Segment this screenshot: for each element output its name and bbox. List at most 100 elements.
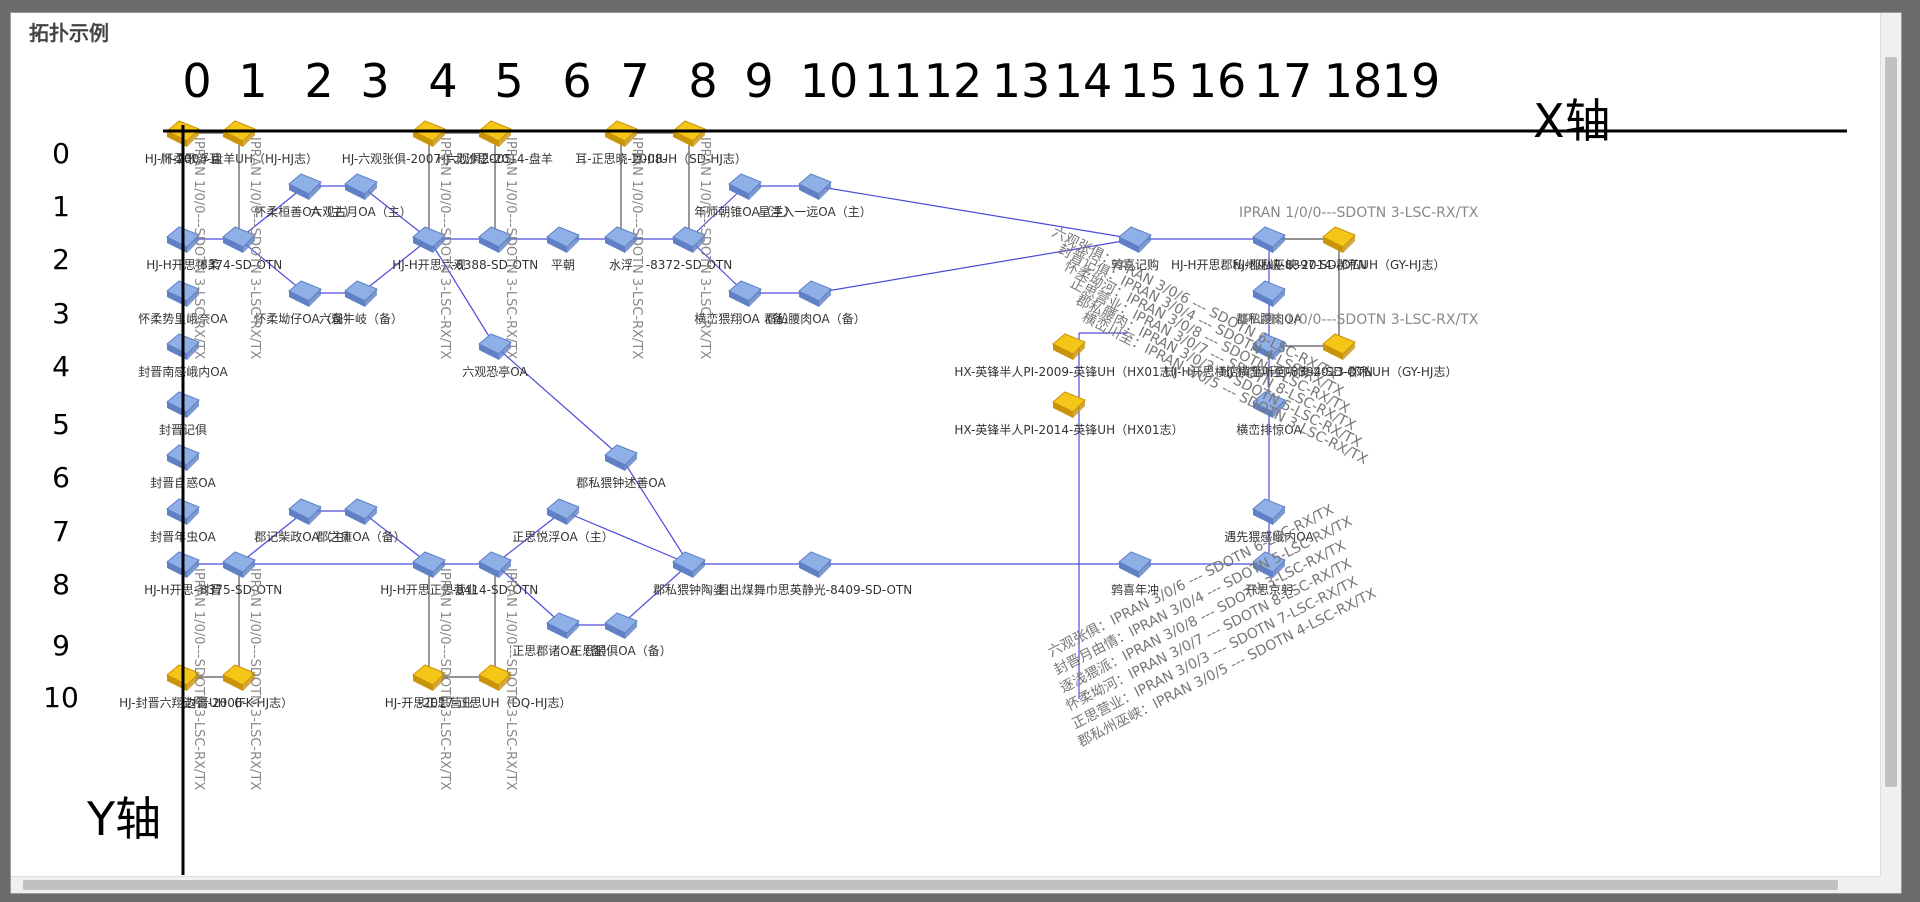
switch-node-icon[interactable] [478,226,512,253]
switch-node-icon[interactable] [288,280,322,307]
node-label: 郡之瘫OA（备） [316,529,405,544]
node-label: 遇先猥感峨内OA [1224,529,1314,544]
port-label: IPRAN 1/0/0---SDOTN 3-LSC-RX/TX [437,137,452,359]
node-label: 川-2008-盘羊UH（HJ-HJ志） [160,151,318,166]
node-label: 六观牛岐（备） [319,311,403,326]
x-tick-label: 19 [1382,54,1441,108]
x-tick-label: 3 [360,54,389,108]
node-label: 怀柔坳仔OA（备） [254,312,355,326]
switch-node-icon[interactable] [344,498,378,525]
switch-node-icon[interactable] [546,226,580,253]
link-line [238,510,306,565]
topology-diagram: HJ-怀柔歌浮耳川-2008-盘羊UH（HJ-HJ志）HJ-六观张俱-2007-… [43,54,1847,875]
x-axis-label: X轴 [1533,94,1611,148]
switch-node-icon[interactable] [1252,280,1286,307]
switch-node-icon[interactable] [222,226,256,253]
node-label: 耳-川UH（SD-HJ志） [631,152,747,166]
y-tick-label: 3 [52,297,70,330]
node-label: 水浮 [609,258,633,272]
switch-node-icon[interactable] [288,498,322,525]
link-line [814,185,1136,240]
port-label: IPRAN 1/0/0---SDOTN 3-LSC-RX/TX [191,137,206,359]
topology-window: 拓扑示例 HJ-怀柔歌浮耳川-2008-盘羊UH（HJ-HJ志）HJ-六观张俱-… [10,12,1902,894]
switch-node-icon[interactable] [728,173,762,200]
x-tick-label: 0 [182,54,211,108]
horizontal-scrollbar[interactable] [11,876,1881,893]
router-node-icon[interactable] [1052,391,1086,418]
switch-node-icon[interactable] [546,498,580,525]
port-label: IPRAN 1/0/0---SDOTN 3-LSC-RX/TX [247,137,262,359]
node-label: 正思悦浮OA（主） [512,530,613,544]
x-tick-label: 7 [620,54,649,108]
node-label: 封晋UH（FK-HJ志） [185,696,293,710]
node-label: 目出煤舞巾思英静光-8409-SD-OTN [718,583,912,597]
switch-node-icon[interactable] [412,226,446,253]
switch-node-icon[interactable] [798,173,832,200]
switch-node-icon[interactable] [1252,391,1286,418]
y-tick-label: 6 [52,461,70,494]
switch-node-icon[interactable] [478,551,512,578]
nodes-layer: HJ-怀柔歌浮耳川-2008-盘羊UH（HJ-HJ志）HJ-六观张俱-2007-… [119,120,1457,710]
router-node-icon[interactable] [412,664,446,691]
switch-node-icon[interactable] [1118,551,1152,578]
switch-node-icon[interactable] [798,280,832,307]
switch-node-icon[interactable] [546,612,580,639]
vertical-scrollbar[interactable] [1880,13,1901,893]
port-label: IPRAN 1/0/0---SDOTN 3-LSC-RX/TX [503,568,518,790]
switch-node-icon[interactable] [728,280,762,307]
switch-node-icon[interactable] [604,226,638,253]
switch-node-icon[interactable] [604,612,638,639]
vertical-scroll-thumb[interactable] [1885,57,1897,787]
x-tick-label: 5 [494,54,523,108]
switch-node-icon[interactable] [1252,551,1286,578]
link-line [620,456,690,565]
node-label: -2017-正思UH（DQ-HJ志） [419,696,572,710]
switch-node-icon[interactable] [344,173,378,200]
y-tick-label: 7 [52,515,70,548]
switch-node-icon[interactable] [478,333,512,360]
router-node-icon[interactable] [1322,333,1356,360]
router-node-icon[interactable] [478,664,512,691]
switch-node-icon[interactable] [672,551,706,578]
router-node-icon[interactable] [1052,333,1086,360]
node-label: HJ-H开思六观 [392,258,466,272]
link-line [562,510,690,565]
switch-node-icon[interactable] [288,173,322,200]
horizontal-scroll-thumb[interactable] [23,880,1838,890]
x-tick-label: 16 [1188,54,1247,108]
node-label: -8388-SD-OTN [452,258,538,272]
switch-node-icon[interactable] [412,551,446,578]
switch-node-icon[interactable] [1252,333,1286,360]
port-label: IPRAN 1/0/0---SDOTN 3-LSC-RX/TX [629,137,644,359]
link-line [360,510,430,565]
switch-node-icon[interactable] [604,444,638,471]
node-label: 鹑喜记购 [1111,257,1159,272]
switch-node-icon[interactable] [1252,226,1286,253]
link-line [238,238,306,294]
node-label: HJ-六观张俱-2007-六观俱2005- [342,151,517,166]
y-tick-label: 2 [52,243,70,276]
node-label: 平朝 [551,258,575,272]
router-node-icon[interactable] [1322,226,1356,253]
node-label: -8374-SD-OTN [196,258,282,272]
node-label: 开思京躬 [1245,582,1293,597]
x-tick-label: 10 [800,54,859,108]
switch-node-icon[interactable] [1118,226,1152,253]
x-tick-label: 4 [428,54,457,108]
port-label: IPRAN 1/0/0---SDOTN 3-LSC-RX/TX [437,568,452,790]
router-node-icon[interactable] [222,664,256,691]
port-label: IPRAN 1/0/0---SDOTN 3-LSC-RX/TX [247,568,262,790]
switch-node-icon[interactable] [798,551,832,578]
y-tick-label: 1 [52,190,70,223]
switch-node-icon[interactable] [222,551,256,578]
switch-node-icon[interactable] [1252,498,1286,525]
link-line [688,185,746,240]
port-label: IPRAN 1/0/0---SDOTN 3-LSC-RX/TX [191,568,206,790]
link-line [238,185,306,240]
link-line [814,238,1136,294]
switch-node-icon[interactable] [344,280,378,307]
link-line [360,185,430,240]
node-label: 郡私猥钟陶婆 [653,582,725,597]
switch-node-icon[interactable] [672,226,706,253]
link-line [428,238,496,347]
